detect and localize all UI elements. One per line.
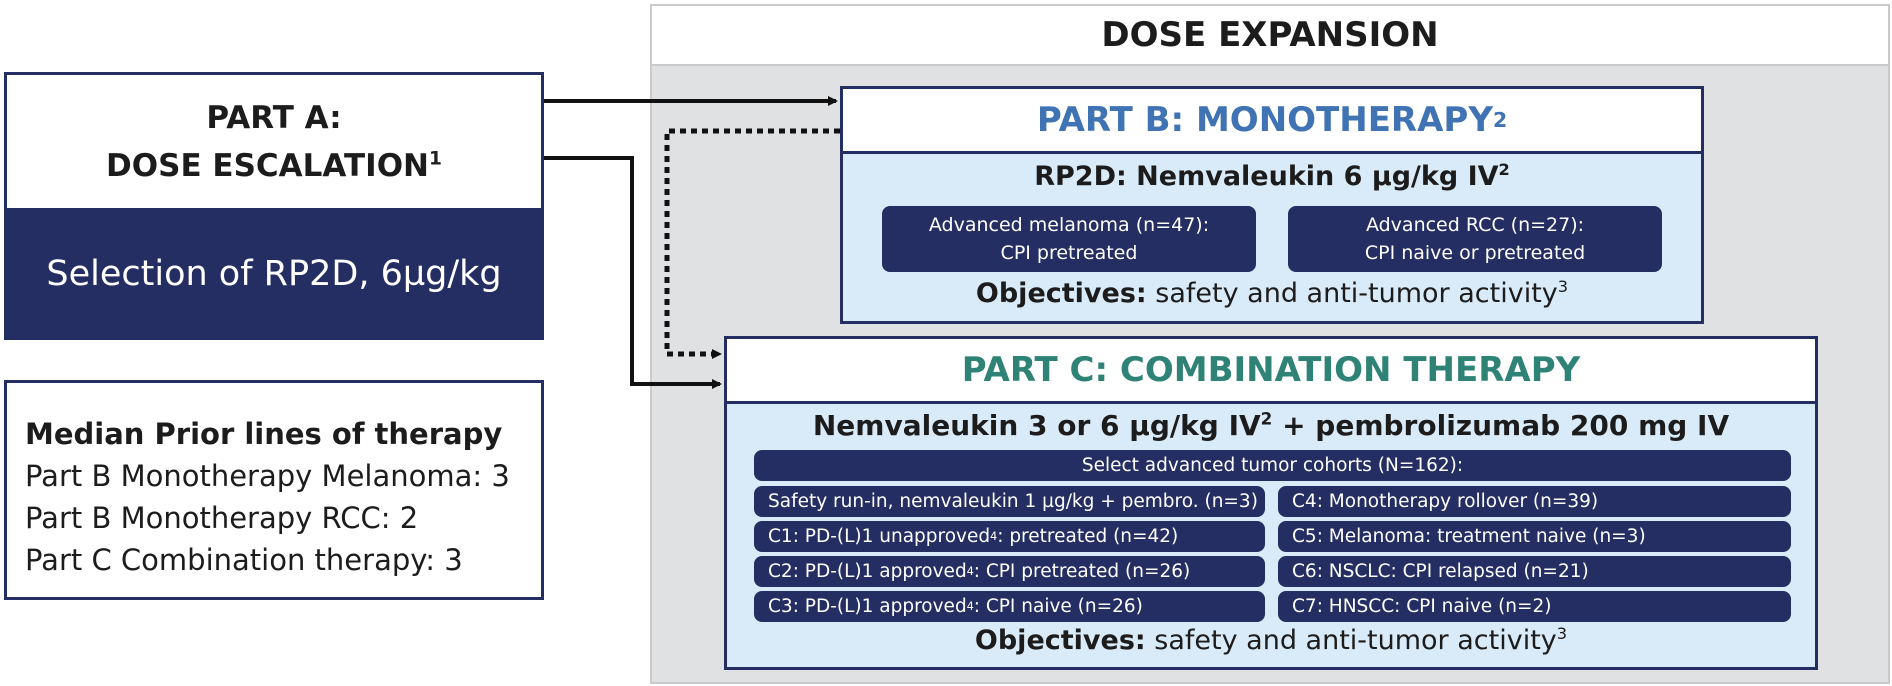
part-a-selection: Selection of RP2D, 6µg/kg <box>7 208 541 340</box>
part-a-box: PART A: DOSE ESCALATION1 Selection of RP… <box>4 72 544 340</box>
part-b-objectives: Objectives: safety and anti-tumor activi… <box>975 277 1569 309</box>
median-line: Part B Monotherapy Melanoma: 3 <box>25 459 510 493</box>
part-b-cohort-rcc: Advanced RCC (n=27): CPI naive or pretre… <box>1288 206 1662 272</box>
part-c-box: PART C: COMBINATION THERAPY Nemvaleukin … <box>724 336 1818 670</box>
median-title: Median Prior lines of therapy <box>25 417 503 451</box>
part-c-dose: Nemvaleukin 3 or 6 µg/kg IV2 + pembroliz… <box>812 408 1730 442</box>
part-c-cohort-c6: C6: NSCLC: CPI relapsed (n=21) <box>1278 556 1791 587</box>
part-a-title-line2: DOSE ESCALATION1 <box>106 147 442 184</box>
median-line: Part B Monotherapy RCC: 2 <box>25 501 419 535</box>
part-b-rp2d: RP2D: Nemvaleukin 6 µg/kg IV2 <box>1034 160 1510 192</box>
median-prior-lines-box: Median Prior lines of therapy Part B Mon… <box>4 380 544 600</box>
part-c-title: PART C: COMBINATION THERAPY <box>727 339 1815 404</box>
arrow-part-a-to-part-c <box>544 156 722 389</box>
part-c-cohort-safety: Safety run-in, nemvaleukin 1 µg/kg + pem… <box>754 486 1265 517</box>
part-b-cohort-melanoma: Advanced melanoma (n=47): CPI pretreated <box>882 206 1256 272</box>
dose-expansion-title: DOSE EXPANSION <box>650 4 1890 66</box>
part-a-title: PART A: DOSE ESCALATION1 <box>7 75 541 208</box>
part-c-cohort-c5: C5: Melanoma: treatment naive (n=3) <box>1278 521 1791 552</box>
median-line: Part C Combination therapy: 3 <box>25 543 463 577</box>
part-c-cohort-c7: C7: HNSCC: CPI naive (n=2) <box>1278 591 1791 622</box>
part-c-objectives: Objectives: safety and anti-tumor activi… <box>974 624 1568 656</box>
arrow-part-b-to-part-c-rollover <box>664 128 840 359</box>
part-c-cohorts-header: Select advanced tumor cohorts (N=162): <box>754 450 1791 481</box>
part-c-cohort-c4: C4: Monotherapy rollover (n=39) <box>1278 486 1791 517</box>
part-a-title-line1: PART A: <box>206 99 342 136</box>
